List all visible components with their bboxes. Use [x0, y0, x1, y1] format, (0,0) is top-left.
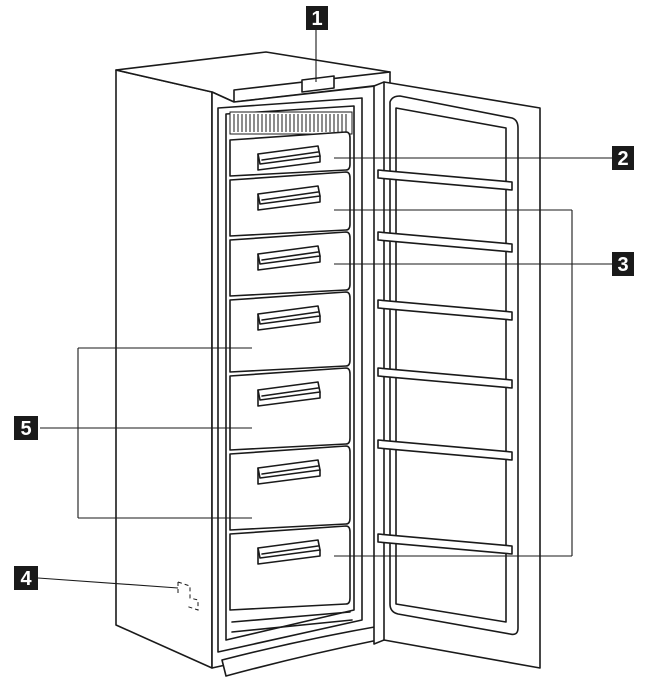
door-shelf [377, 231, 513, 253]
callout-4: 4 [14, 566, 38, 590]
door-shelf [377, 533, 513, 555]
drawer [229, 367, 351, 451]
levelling-foot [177, 581, 199, 611]
drawer [229, 171, 351, 237]
drawer [229, 525, 351, 611]
drawer-handle [257, 539, 321, 565]
cabinet [115, 51, 391, 677]
door-shelf [377, 169, 513, 191]
callout-3: 3 [612, 252, 634, 276]
drawer [229, 291, 351, 373]
drawer [229, 131, 351, 177]
callout-4-label: 4 [20, 568, 32, 590]
cabinet-left-side [115, 69, 213, 669]
drawer-handle [257, 381, 321, 407]
drawer-handle [257, 305, 321, 331]
door-shelf [377, 367, 513, 389]
door-shelf [377, 439, 513, 461]
drawer [229, 445, 351, 531]
callout-3-label: 3 [617, 254, 628, 276]
callout-2: 2 [612, 146, 634, 170]
door-shelf [377, 299, 513, 321]
leader-lines [37, 30, 612, 589]
door [373, 81, 541, 669]
callout-5-label: 5 [20, 418, 31, 440]
drawer [229, 231, 351, 297]
callout-5: 5 [14, 416, 38, 440]
callout-2-label: 2 [617, 148, 628, 170]
drawer-handle [257, 459, 321, 485]
door-shelves [377, 169, 513, 555]
drawer-handle [257, 145, 321, 171]
door-inner-panel [389, 95, 519, 636]
control-panel [301, 75, 335, 93]
drawer-handle [257, 185, 321, 211]
cabinet-liner [225, 105, 355, 641]
drawer-handle [257, 245, 321, 271]
callout-1: 1 [306, 6, 328, 30]
ventilation-grille [229, 111, 353, 135]
drawers [229, 131, 351, 611]
callout-1-label: 1 [311, 8, 322, 30]
